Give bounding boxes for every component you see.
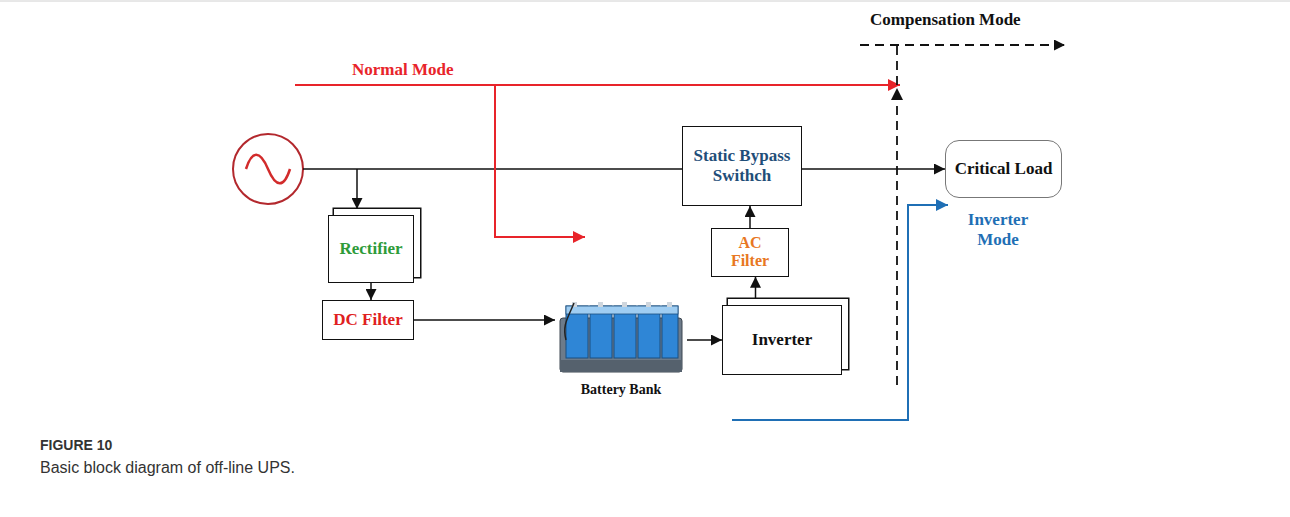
mode-label: Inverter Mode	[955, 210, 1041, 249]
battery-top	[566, 306, 678, 314]
connector-arrow	[802, 168, 945, 170]
node-label: DC Filter	[333, 310, 402, 330]
battery-terminal	[646, 302, 651, 307]
inverter-box: Inverter	[722, 305, 842, 375]
node-label: AC Filter	[718, 234, 782, 271]
node-label: Static Bypass Swithch	[689, 146, 795, 185]
battery-illustration	[560, 302, 682, 372]
connector-arrow	[749, 206, 751, 228]
node-label: Rectifier	[339, 239, 402, 259]
filter-box: DC Filter	[322, 300, 414, 340]
battery-base	[560, 360, 682, 372]
node-label: Critical Load	[955, 159, 1053, 179]
mode-label: Compensation Mode	[870, 10, 1021, 30]
rectifier-feed-wire	[356, 169, 358, 209]
mode-label: Normal Mode	[352, 60, 454, 80]
connector-arrow	[370, 283, 372, 300]
battery-terminal	[598, 302, 603, 307]
bypass-switch-box: Static Bypass Swithch	[682, 126, 802, 206]
battery-terminal	[667, 302, 672, 307]
connector-arrow	[755, 277, 757, 305]
battery-node: Battery Bank	[555, 300, 687, 400]
normal-mode-charge-arrow	[495, 85, 585, 237]
connector-arrow	[414, 319, 555, 321]
connector-arrow	[687, 339, 722, 341]
figure-caption: Basic block diagram of off-line UPS.	[40, 459, 295, 477]
frame-line	[0, 1, 1290, 2]
compensation-arrowhead	[891, 88, 903, 100]
compensation-mode-arrow	[860, 44, 1065, 46]
node-label: Inverter	[752, 330, 812, 350]
rectifier-box: Rectifier	[328, 215, 414, 283]
load-box: Critical Load	[945, 140, 1062, 198]
battery-terminal	[622, 302, 627, 307]
mains-wire	[303, 168, 683, 170]
sine-wave	[246, 155, 290, 184]
node-label: Battery Bank	[581, 382, 662, 398]
filter-box: AC Filter	[711, 228, 789, 277]
figure-number: FIGURE 10	[40, 437, 112, 453]
normal-mode-arrow	[295, 84, 900, 86]
ac-source-symbol	[233, 134, 303, 204]
battery-cable	[565, 303, 574, 340]
